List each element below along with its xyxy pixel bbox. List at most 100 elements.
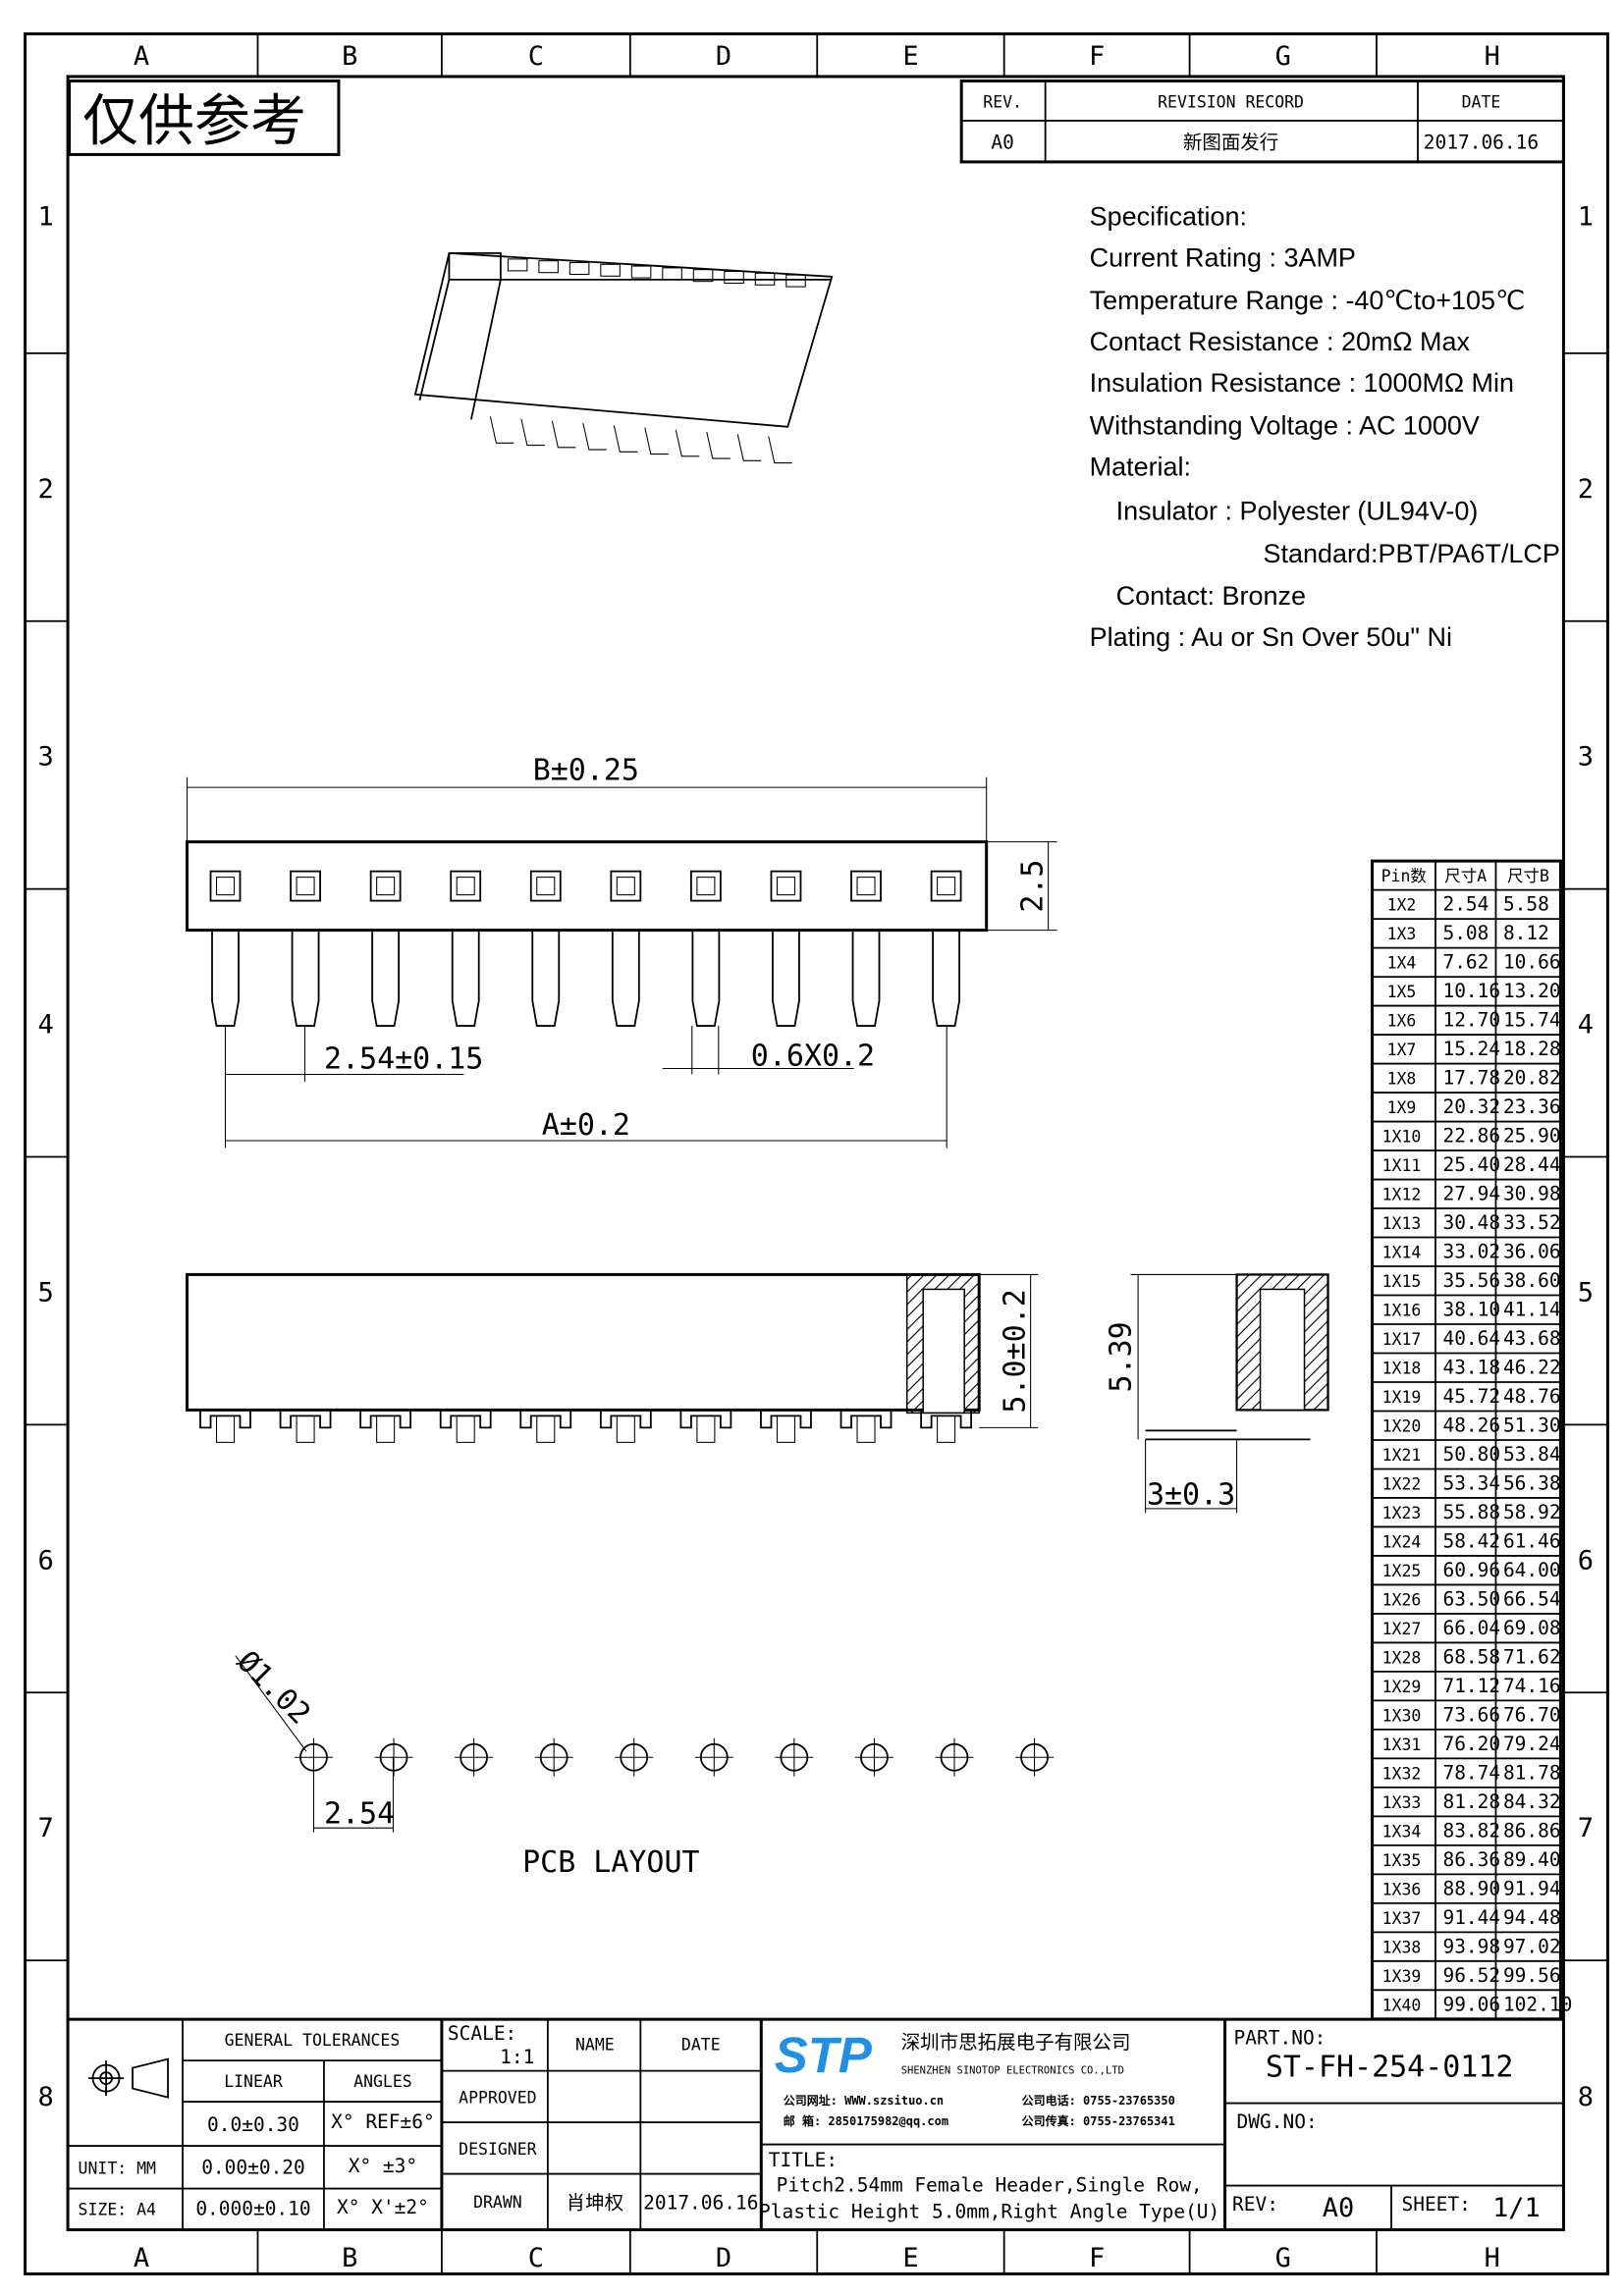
table-cell: 1X30	[1382, 1706, 1422, 1725]
table-cell: 38.10	[1442, 1299, 1500, 1321]
table-cell: 88.90	[1442, 1877, 1500, 1899]
table-cell: 55.88	[1442, 1501, 1500, 1523]
pin	[451, 930, 480, 1027]
table-header: 尺寸A	[1444, 867, 1487, 885]
contact-opening	[690, 870, 722, 902]
zone-column-label: D	[716, 2243, 731, 2273]
table-cell: 1X21	[1382, 1446, 1422, 1465]
zone-column-label: F	[1089, 2243, 1105, 2273]
contact-opening-inner	[856, 877, 876, 896]
zone-row-label: 1	[1578, 201, 1594, 232]
zone-row-label: 4	[37, 1010, 53, 1041]
table-cell: 68.58	[1442, 1645, 1500, 1668]
table-cell: 30.48	[1442, 1211, 1500, 1234]
stamp-text: 仅供参考	[82, 88, 306, 153]
table-cell: 1X5	[1387, 983, 1417, 1001]
table-cell: 96.52	[1442, 1964, 1500, 1987]
table-cell: 84.32	[1503, 1790, 1561, 1813]
zone-column-label: F	[1089, 41, 1105, 72]
table-cell: 1X28	[1382, 1648, 1422, 1667]
socket-slot	[538, 260, 559, 274]
side-view: 5.39 3±0.3	[1105, 1273, 1329, 1514]
pin-leg	[768, 436, 792, 464]
socket-slot	[600, 263, 621, 277]
table-cell: 1X38	[1382, 1938, 1422, 1956]
dim-height-25: 2.5	[1016, 860, 1051, 913]
table-cell: 94.48	[1503, 1906, 1561, 1929]
socket-slot	[662, 267, 682, 281]
contact-opening-inner	[776, 877, 795, 896]
part-no-label: PART.NO:	[1234, 2027, 1326, 2050]
table-cell: 5.08	[1442, 922, 1489, 944]
contact-opening-inner	[296, 877, 315, 896]
rev-value: A0	[1323, 2193, 1354, 2223]
front-dimensions: B±0.25 2.5 2.54±0.15 0.6X0.2 A±0.2	[186, 754, 1057, 1148]
table-cell: 1X20	[1382, 1416, 1422, 1435]
dim-3: 3±0.3	[1147, 1477, 1235, 1512]
table-cell: 40.64	[1442, 1327, 1500, 1350]
table-cell: 71.12	[1442, 1675, 1500, 1697]
pin	[291, 930, 320, 1027]
table-cell: 10.66	[1503, 951, 1561, 974]
table-cell: 1X24	[1382, 1532, 1422, 1551]
table-cell: 71.62	[1503, 1645, 1561, 1668]
zone-row-label: 3	[1578, 742, 1594, 773]
pin	[611, 930, 640, 1027]
company-website: 公司网址: WWW.szsituo.cn	[784, 2093, 944, 2108]
company-logo: STP	[775, 2027, 873, 2083]
zone-column-label: B	[342, 2243, 357, 2273]
spec-line: Temperature Range : -40℃to+105℃	[1090, 286, 1526, 315]
table-cell: 48.76	[1503, 1385, 1561, 1408]
zone-row-label: 6	[1578, 1545, 1594, 1575]
table-cell: 8.12	[1503, 922, 1549, 944]
zone-row-label: 7	[37, 1813, 53, 1843]
table-cell: 99.56	[1503, 1964, 1561, 1987]
table-cell: 89.40	[1503, 1848, 1561, 1871]
company-email: 邮 箱: 2850175982@qq.com	[784, 2113, 948, 2128]
zone-row-label: 8	[37, 2082, 53, 2112]
table-cell: 1X32	[1382, 1764, 1422, 1783]
table-cell: 97.02	[1503, 1935, 1561, 1957]
linear-tol: 0.00±0.20	[201, 2157, 305, 2179]
table-cell: 1X8	[1387, 1070, 1417, 1089]
pin-tail	[616, 1415, 635, 1443]
pin-leg	[551, 420, 576, 449]
table-cell: 7.62	[1442, 951, 1489, 974]
table-cell: 1X33	[1382, 1793, 1422, 1812]
zone-row-label: 4	[1578, 1010, 1594, 1041]
table-cell: 20.32	[1442, 1095, 1500, 1118]
bottom-view: 5.0±0.2	[186, 1272, 1039, 1443]
pin	[932, 930, 960, 1027]
table-cell: 81.78	[1503, 1761, 1561, 1784]
table-cell: 18.28	[1503, 1038, 1561, 1060]
table-cell: 46.22	[1503, 1356, 1561, 1378]
projection-symbol-icon	[88, 2057, 169, 2099]
company-phone: 公司电话: 0755-23765350	[1022, 2093, 1175, 2108]
table-cell: 1X27	[1382, 1620, 1422, 1638]
table-cell: 91.94	[1503, 1877, 1561, 1899]
table-cell: 12.70	[1442, 1009, 1500, 1032]
table-cell: 78.74	[1442, 1761, 1500, 1784]
contact-opening-inner	[937, 877, 956, 896]
table-cell: 1X31	[1382, 1735, 1422, 1754]
spec-line: Withstanding Voltage : AC 1000V	[1090, 410, 1480, 440]
table-cell: 73.66	[1442, 1703, 1500, 1726]
company-fax: 公司传真: 0755-23765341	[1022, 2113, 1175, 2128]
table-cell: 1X23	[1382, 1504, 1422, 1522]
table-cell: 1X7	[1387, 1041, 1417, 1059]
zone-column-label: C	[528, 2243, 544, 2273]
isometric-view	[413, 251, 834, 464]
zone-row-label: 5	[1578, 1277, 1594, 1308]
pin	[691, 930, 721, 1027]
pin-leg	[736, 434, 762, 461]
table-cell: 48.26	[1442, 1414, 1500, 1436]
zone-row-label: 3	[37, 742, 53, 773]
table-cell: 58.92	[1503, 1501, 1561, 1523]
zone-row-label: 5	[37, 1277, 53, 1308]
pin-leg	[644, 427, 669, 455]
zone-column-label: E	[902, 2243, 918, 2273]
sheet-label: SHEET:	[1401, 2193, 1470, 2216]
pin-tail	[776, 1415, 795, 1443]
